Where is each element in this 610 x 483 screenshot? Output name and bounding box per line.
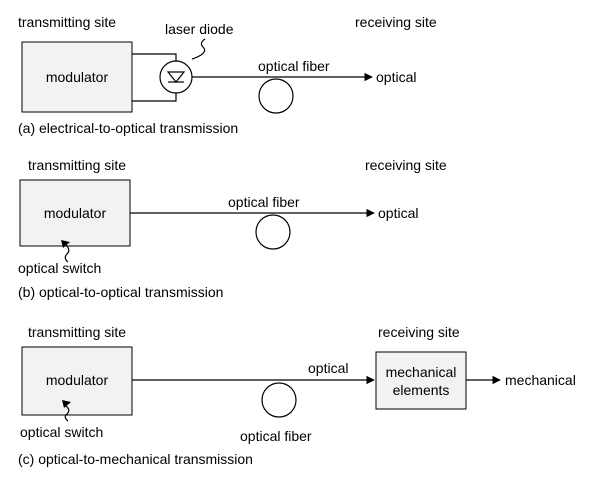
panel-b: transmitting site receiving site modulat… (18, 157, 447, 300)
panel-c-mechanical-elements-box (375, 351, 467, 410)
panel-c-receiving-site-label: receiving site (378, 324, 460, 340)
panel-c-optical-fiber-label: optical fiber (240, 428, 312, 444)
panel-c-modulator-label: modulator (46, 372, 109, 388)
panel-c-fiber-coil-icon (261, 382, 297, 418)
panel-a: transmitting site laser diode receiving … (18, 14, 437, 136)
panel-c-caption: (c) optical-to-mechanical transmission (18, 451, 253, 467)
panel-b-modulator-label: modulator (44, 205, 107, 221)
panel-a-caption: (a) electrical-to-optical transmission (18, 120, 238, 136)
panel-c-transmitting-site-label: transmitting site (28, 324, 126, 340)
panel-c-switch-pointer (64, 405, 70, 422)
panel-b-output-label: optical (378, 205, 418, 221)
panel-b-receiving-site-label: receiving site (365, 157, 447, 173)
panel-a-output-label: optical (376, 69, 416, 85)
panel-c-optical-switch-label: optical switch (20, 424, 103, 440)
panel-b-caption: (b) optical-to-optical transmission (18, 284, 223, 300)
panel-b-optical-switch-label: optical switch (18, 260, 101, 276)
panel-a-wire-top (132, 53, 177, 61)
panel-a-transmitting-site-label: transmitting site (18, 14, 116, 30)
panel-b-switch-arrowhead (61, 240, 70, 248)
panel-c-output-label: mechanical (505, 372, 576, 388)
panel-a-fiber-coil-icon (258, 78, 294, 114)
panel-c-modulator-box (21, 346, 133, 416)
panel-a-laser-diode-label: laser diode (165, 21, 234, 37)
panel-a-modulator-label: modulator (46, 69, 109, 85)
panel-b-switch-pointer (64, 244, 70, 263)
panel-a-optical-fiber-label: optical fiber (258, 58, 330, 74)
panel-a-receiving-site-label: receiving site (355, 14, 437, 30)
panel-b-fiber-coil-icon (255, 214, 291, 250)
laser-diode-icon (159, 60, 193, 94)
panel-c-mechanical-elements-line1: mechanical (386, 364, 457, 380)
panel-c-optical-label: optical (308, 360, 348, 376)
panel-a-laser-pointer (191, 38, 206, 60)
panel-b-modulator-box (19, 179, 131, 247)
panel-c-switch-arrowhead (62, 400, 71, 408)
panel-a-modulator-box (21, 41, 133, 113)
panel-a-wire-bottom (132, 93, 177, 102)
panel-c-mechanical-elements-line2: elements (393, 382, 450, 398)
panel-b-transmitting-site-label: transmitting site (28, 157, 126, 173)
panel-b-optical-fiber-label: optical fiber (228, 194, 300, 210)
panel-c: transmitting site receiving site modulat… (18, 324, 576, 467)
